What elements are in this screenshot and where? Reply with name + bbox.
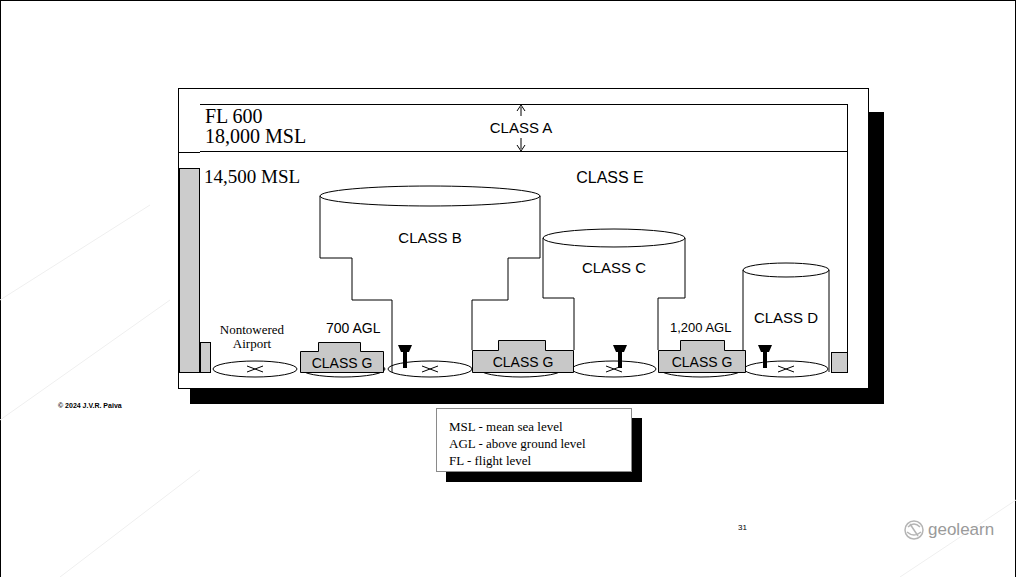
runway-mark [247,366,263,372]
altitude-label: 14,500 MSL [204,167,300,187]
airport-ellipse [388,361,472,377]
class-label: CLASS C [582,259,646,277]
class-g-box-outline [473,341,574,373]
class-g-box: CLASS G [658,340,746,373]
altitude-label: 1,200 AGL [670,320,731,336]
class-label: CLASS A [490,119,553,137]
class-g-box: CLASS G [472,340,574,373]
altitude-label: 700 AGL [326,320,381,336]
control-tower [758,345,772,368]
key-entry: AGL - above ground level [449,436,586,451]
abbreviation-key: MSL - mean sea levelAGL - above ground l… [436,408,632,472]
low-floor-bar [201,343,211,373]
logo-mark [905,521,923,539]
airport-ellipse [213,361,297,377]
class-label: CLASS E [576,168,644,187]
class-label: CLASS G [672,354,733,370]
key-entry: FL - flight level [449,453,531,468]
logo-ring [905,521,923,539]
class-a-floor-line [178,152,200,153]
class-d-airspace-outline [743,263,829,372]
class-a-band: FL 60018,000 MSL CLASS A [200,104,848,152]
page-number: 31 [738,523,747,533]
class-label: CLASS G [312,355,373,371]
altitude-label: 18,000 MSL [205,126,306,146]
control-tower [613,345,627,368]
low-floor-bar [832,353,848,373]
runway-mark [422,366,438,372]
class-d-airspace: CLASS D [741,262,832,374]
copyright-note: © 2024 J.V.R. Paiva [58,401,122,410]
class-label: CLASS B [398,229,461,247]
airport-ellipse [744,361,828,377]
class-c-airspace-outline [543,229,685,350]
control-tower [398,345,412,368]
diagram-frame [179,89,869,389]
class-g-box-outline [301,343,384,373]
class-g-box: CLASS G [300,342,384,373]
runway-mark [778,366,794,372]
class-c-airspace: CLASS C [541,228,687,350]
key-entry: MSL - mean sea level [449,419,563,434]
class-label: CLASS D [754,309,818,327]
class-label: CLASS G [493,354,554,370]
airport-label: Nontowered Airport [208,323,296,351]
class-c-airspace-shape [541,228,687,350]
class-e-floor-bar [180,169,200,373]
flight-level-label: FL 600 [205,106,263,126]
airport-ellipse [572,361,656,377]
class-g-box-outline [659,341,746,373]
logo-swirl [907,524,921,536]
logo-text: geolearn [928,520,994,540]
